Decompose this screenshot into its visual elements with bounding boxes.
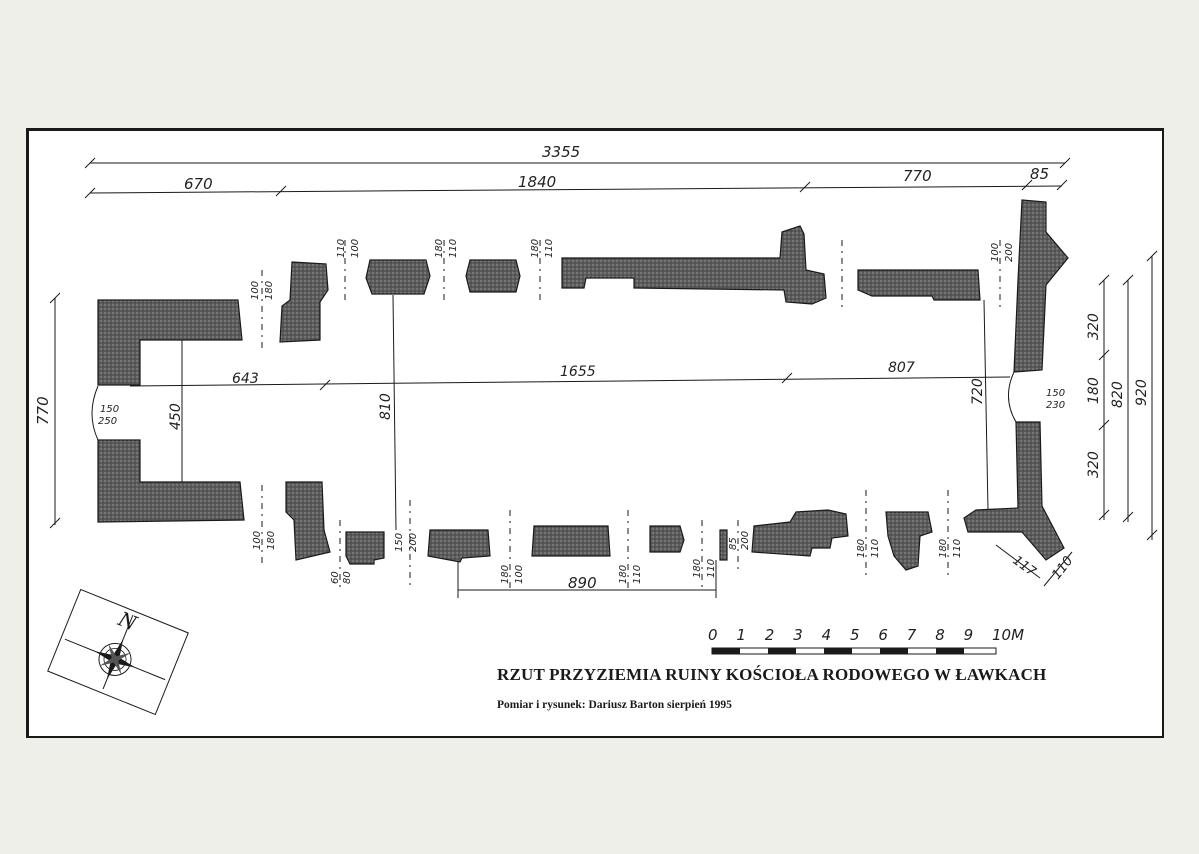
scale-tick-7: 7 xyxy=(907,626,917,644)
south-pier-2 xyxy=(345,531,385,565)
scale-tick-6: 6 xyxy=(878,626,888,644)
right-opening-bottom-label: 230 xyxy=(1046,400,1065,411)
interior-dimension-lines xyxy=(91,294,1017,598)
drawing-subtitle: Pomiar i rysunek: Dariusz Barton sierpie… xyxy=(497,699,732,711)
north-label: N xyxy=(114,606,142,636)
segment-4-label: 85 xyxy=(1030,165,1049,183)
top-opening-1-a: 100 xyxy=(250,281,261,300)
right-segment-3-label: 320 xyxy=(1086,451,1102,478)
bottom-opening-7-a: 85 xyxy=(728,537,739,550)
scale-tick-9: 9 xyxy=(964,626,974,644)
segment-2-label: 1840 xyxy=(518,173,556,191)
drawing-sheet xyxy=(26,128,1164,738)
left-opening-top-label: 150 xyxy=(100,404,119,415)
south-pier-1 xyxy=(285,481,331,561)
south-pier-5 xyxy=(649,525,685,553)
south-pier-3 xyxy=(427,529,491,563)
corner-dimension-lines xyxy=(995,544,1073,587)
bottom-opening-1-a: 100 xyxy=(252,531,263,550)
west-wall-top xyxy=(97,299,243,386)
bottom-span-label: 890 xyxy=(568,574,597,592)
right-opening-top-label: 150 xyxy=(1046,388,1065,399)
bottom-opening-2-b: 80 xyxy=(342,571,353,584)
top-opening-3-a: 180 xyxy=(434,239,445,258)
bottom-opening-4-a: 180 xyxy=(500,565,511,584)
right-total-label: 920 xyxy=(1134,379,1150,406)
scale-bar xyxy=(711,647,997,655)
right-total-inner-label: 820 xyxy=(1110,381,1126,408)
bottom-opening-6-b: 110 xyxy=(706,559,717,578)
north-wall-long xyxy=(561,225,827,305)
bottom-opening-1-b: 180 xyxy=(266,531,277,550)
scale-tick-10: 10M xyxy=(992,626,1024,644)
top-dimension-lines xyxy=(84,157,1071,199)
left-height-label: 770 xyxy=(34,396,52,425)
bottom-opening-8-b: 110 xyxy=(870,539,881,558)
south-pier-4 xyxy=(531,525,611,557)
bottom-opening-3-a: 150 xyxy=(394,533,405,552)
north-wall-east xyxy=(857,269,981,301)
chancel-width-label: 720 xyxy=(970,378,986,405)
north-pier-3 xyxy=(465,259,521,293)
bottom-opening-axes xyxy=(261,485,949,592)
inner-segment-2-label: 1655 xyxy=(560,364,596,380)
nave-width-label: 810 xyxy=(378,393,394,420)
total-length-label: 3355 xyxy=(542,143,580,161)
bottom-opening-7-b: 200 xyxy=(740,531,751,550)
bottom-opening-9-b: 110 xyxy=(952,539,963,558)
corner-110-label: 110 xyxy=(1049,554,1076,583)
bottom-opening-5-b: 110 xyxy=(632,565,643,584)
bottom-opening-5-a: 180 xyxy=(618,565,629,584)
south-wall-chapel xyxy=(751,509,849,557)
top-opening-3-b: 110 xyxy=(448,239,459,258)
scale-tick-3: 3 xyxy=(793,626,803,644)
corner-117-label: 117 xyxy=(1010,553,1039,580)
scale-tick-2: 2 xyxy=(765,626,775,644)
top-opening-5-a: 100 xyxy=(990,243,1001,262)
right-dimension-lines xyxy=(1098,250,1158,541)
scale-tick-5: 5 xyxy=(850,626,860,644)
bottom-opening-3-b: 200 xyxy=(408,533,419,552)
north-pier-1 xyxy=(279,261,329,343)
scale-tick-8: 8 xyxy=(935,626,945,644)
inner-segment-1-label: 643 xyxy=(232,371,259,387)
right-segment-2-label: 180 xyxy=(1086,377,1102,404)
west-wall-bottom xyxy=(97,439,245,523)
compass-rose xyxy=(47,588,189,716)
scale-tick-0: 0 xyxy=(708,626,718,644)
bottom-opening-8-a: 180 xyxy=(856,539,867,558)
north-pier-2 xyxy=(365,259,431,295)
top-opening-1-b: 180 xyxy=(264,281,275,300)
bottom-opening-6-a: 180 xyxy=(692,559,703,578)
top-opening-4-b: 110 xyxy=(544,239,555,258)
bottom-opening-4-b: 100 xyxy=(514,565,525,584)
left-opening-bottom-label: 250 xyxy=(98,416,117,427)
inner-segment-3-label: 807 xyxy=(888,360,915,376)
left-inner-width-label: 450 xyxy=(168,403,184,430)
east-wall-north xyxy=(1013,199,1069,373)
segment-1-label: 670 xyxy=(184,175,213,193)
left-height-line xyxy=(49,292,61,529)
bottom-opening-9-a: 180 xyxy=(938,539,949,558)
south-pier-6 xyxy=(719,529,728,561)
east-wall-south xyxy=(963,421,1065,561)
top-opening-2-b: 100 xyxy=(350,239,361,258)
top-opening-5-b: 200 xyxy=(1004,243,1015,262)
right-segment-1-label: 320 xyxy=(1086,313,1102,340)
top-opening-2-a: 110 xyxy=(336,239,347,258)
top-opening-4-a: 180 xyxy=(530,239,541,258)
scale-tick-4: 4 xyxy=(822,626,832,644)
bottom-opening-2-a: 60 xyxy=(330,571,341,584)
top-opening-axes xyxy=(261,240,1001,350)
segment-3-label: 770 xyxy=(903,167,932,185)
scale-tick-1: 1 xyxy=(736,626,746,644)
south-buttress xyxy=(885,511,933,571)
drawing-title: RZUT PRZYZIEMIA RUINY KOŚCIOŁA RODOWEGO … xyxy=(497,665,1047,684)
